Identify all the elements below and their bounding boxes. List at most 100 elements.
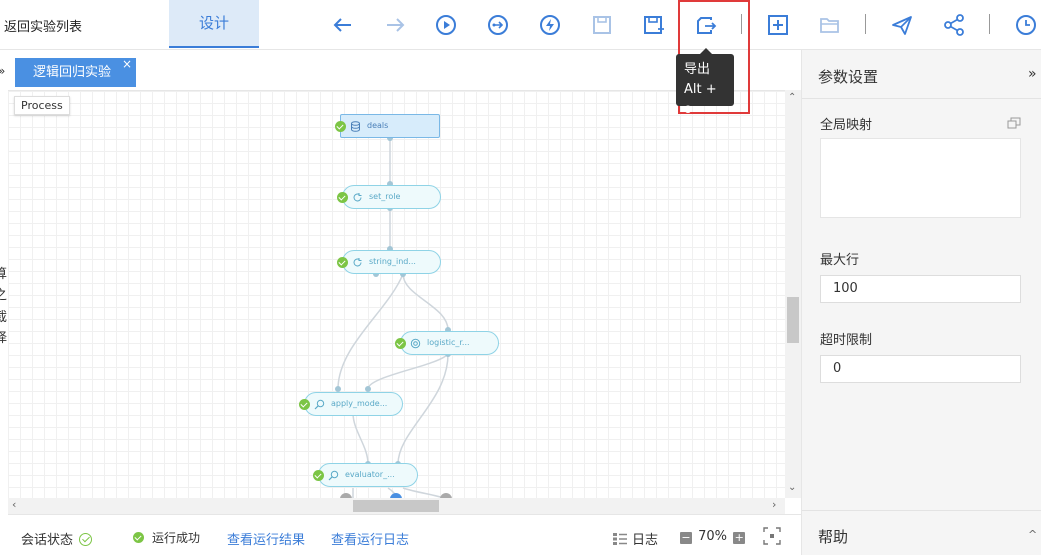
toolbar-divider	[989, 14, 990, 34]
undo-button[interactable]	[330, 12, 356, 38]
zoom-control: − 70% +	[680, 529, 746, 544]
open-button[interactable]	[817, 12, 843, 38]
save-as-icon	[644, 16, 664, 34]
top-toolbar: 返回实验列表 设计	[0, 0, 1041, 50]
search-icon	[328, 470, 339, 481]
scroll-down-icon[interactable]: ⌄	[788, 482, 797, 493]
left-panel-text: 截	[0, 310, 8, 325]
scroll-right-icon[interactable]: ›	[772, 498, 777, 511]
scrollbar-thumb[interactable]	[787, 297, 799, 343]
parameter-panel: 参数设置 » 全局映射 最大行 100 超时限制 0 帮助 ^	[801, 50, 1041, 555]
log-button[interactable]: 日志	[613, 529, 658, 548]
save-icon	[593, 16, 611, 34]
session-status: 会话状态	[21, 529, 93, 548]
tooltip-title: 导出	[684, 62, 711, 77]
target-icon	[410, 338, 421, 349]
max-rows-label: 最大行	[820, 253, 860, 268]
max-rows-input[interactable]: 100	[820, 275, 1021, 303]
share-icon	[944, 14, 964, 36]
timeout-input[interactable]: 0	[820, 355, 1021, 383]
workflow-node-set-role[interactable]: set_role	[337, 185, 441, 209]
publish-button[interactable]	[889, 12, 915, 38]
lightning-icon	[540, 15, 560, 35]
node-label: deals	[367, 121, 389, 130]
refresh-icon	[353, 193, 362, 202]
redo-button[interactable]	[382, 12, 408, 38]
workflow-node-apply-model[interactable]: apply_mode...	[299, 392, 403, 416]
zoom-in-button[interactable]: +	[733, 531, 746, 544]
run-button[interactable]	[433, 12, 459, 38]
export-button[interactable]	[693, 12, 719, 38]
help-section-title[interactable]: 帮助	[818, 528, 849, 546]
tab-experiment-label: 逻辑回归实验	[33, 65, 112, 80]
workflow-node-evaluator[interactable]: evaluator_...	[313, 463, 418, 487]
canvas-vertical-scrollbar[interactable]: ⌃ ⌄	[785, 90, 801, 498]
canvas-horizontal-scrollbar[interactable]: ‹ ›	[8, 498, 785, 514]
close-tab-icon[interactable]: ×	[121, 57, 132, 71]
zoom-level: 70%	[698, 529, 728, 544]
database-icon	[351, 121, 360, 132]
success-check-icon	[299, 399, 310, 410]
save-button[interactable]	[589, 12, 615, 38]
quick-run-button[interactable]	[537, 12, 563, 38]
arrow-right-icon	[387, 18, 405, 32]
workflow-canvas[interactable]: Process deals set_role string_ind... log…	[8, 90, 785, 498]
workflow-node-deals[interactable]: deals	[335, 114, 440, 138]
node-label: apply_mode...	[331, 399, 388, 408]
search-icon	[314, 399, 325, 410]
left-panel-edge: » 算 之 截 择	[0, 50, 8, 555]
export-icon	[697, 17, 717, 34]
connection-lines	[335, 135, 452, 498]
fit-screen-icon	[763, 527, 781, 545]
success-check-icon	[313, 470, 324, 481]
run-next-icon	[488, 15, 508, 35]
node-label: logistic_r...	[427, 338, 470, 347]
clock-icon	[1016, 15, 1036, 35]
play-circle-icon	[436, 15, 456, 35]
share-button[interactable]	[941, 12, 967, 38]
global-mapping-field[interactable]	[820, 138, 1021, 218]
left-panel-text: 之	[0, 288, 8, 303]
view-log-link[interactable]: 查看运行日志	[331, 533, 410, 548]
collapse-panel-button[interactable]: »	[1028, 66, 1037, 82]
toolbar-divider	[741, 14, 742, 34]
chevron-up-icon[interactable]: ^	[1028, 528, 1038, 541]
view-results-link[interactable]: 查看运行结果	[227, 533, 306, 548]
copy-icon[interactable]	[1007, 117, 1021, 131]
tooltip-shortcut: Alt + o	[684, 82, 717, 117]
success-check-icon	[337, 192, 348, 203]
scroll-left-icon[interactable]: ‹	[12, 498, 17, 511]
back-to-experiment-list-link[interactable]: 返回实验列表	[4, 20, 83, 35]
expand-left-panel-button[interactable]: »	[0, 64, 5, 78]
global-mapping-label: 全局映射	[820, 118, 873, 133]
timeout-label: 超时限制	[820, 333, 873, 348]
list-icon	[613, 533, 627, 545]
check-circle-icon	[79, 533, 93, 546]
scroll-up-icon[interactable]: ⌃	[788, 92, 797, 103]
tab-design[interactable]: 设计	[169, 0, 259, 48]
run-from-here-button[interactable]	[485, 12, 511, 38]
save-as-button[interactable]	[641, 12, 667, 38]
log-label: 日志	[632, 533, 659, 548]
session-status-label: 会话状态	[21, 533, 74, 548]
workflow-node-logistic-regression[interactable]: logistic_r...	[395, 331, 499, 355]
status-bar: 会话状态 运行成功 查看运行结果 查看运行日志 日志 − 70% +	[8, 514, 801, 555]
zoom-out-button[interactable]: −	[680, 531, 692, 544]
divider	[802, 98, 1041, 99]
scrollbar-thumb[interactable]	[353, 500, 439, 512]
new-button[interactable]	[765, 12, 791, 38]
workflow-node-string-indexer[interactable]: string_ind...	[337, 250, 441, 274]
left-panel-text: 算	[0, 267, 8, 282]
tab-experiment[interactable]: 逻辑回归实验 ×	[15, 57, 136, 87]
success-check-icon	[335, 121, 346, 132]
divider	[802, 510, 1041, 511]
success-check-icon	[133, 532, 144, 543]
left-panel-text: 择	[0, 331, 8, 346]
send-icon	[892, 16, 912, 35]
run-status: 运行成功	[133, 529, 200, 546]
history-button[interactable]	[1013, 12, 1039, 38]
fit-view-button[interactable]	[763, 527, 781, 549]
run-status-text: 运行成功	[152, 531, 201, 545]
node-label: set_role	[369, 192, 401, 201]
